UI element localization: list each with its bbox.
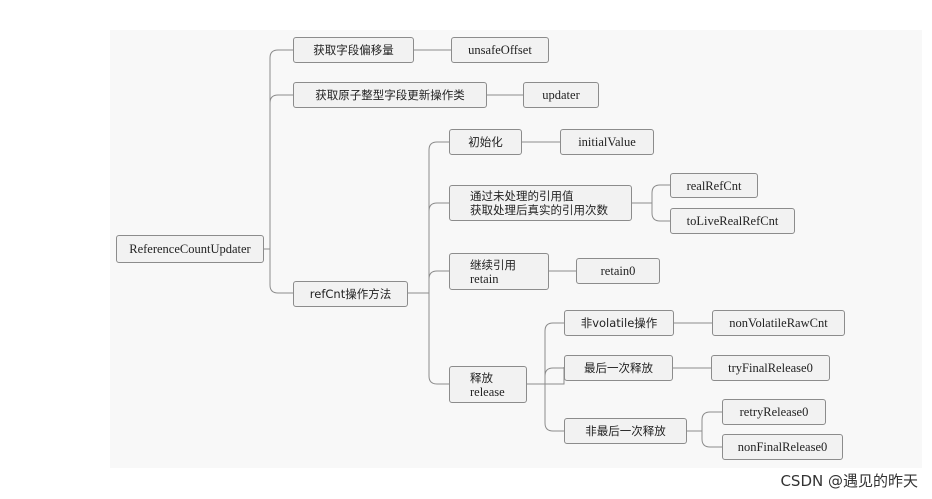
leaf-updater[interactable]: updater	[523, 82, 599, 108]
leaf-unsafe-offset[interactable]: unsafeOffset	[451, 37, 549, 63]
node-get-updater[interactable]: 获取原子整型字段更新操作类	[293, 82, 487, 108]
leaf-non-volatile-raw-cnt[interactable]: nonVolatileRawCnt	[712, 310, 845, 336]
root-node[interactable]: ReferenceCountUpdater	[116, 235, 264, 263]
node-get-field-offset[interactable]: 获取字段偏移量	[293, 37, 414, 63]
node-non-volatile-op[interactable]: 非volatile操作	[564, 310, 674, 336]
node-real-line1: 通过未处理的引用值	[470, 189, 574, 203]
leaf-initial-value[interactable]: initialValue	[560, 129, 654, 155]
node-final-release[interactable]: 最后一次释放	[564, 355, 673, 381]
node-retain[interactable]: 继续引用 retain	[449, 253, 549, 290]
leaf-try-final-release0[interactable]: tryFinalRelease0	[711, 355, 830, 381]
node-release[interactable]: 释放 release	[449, 366, 527, 403]
node-real-refcnt[interactable]: 通过未处理的引用值 获取处理后真实的引用次数	[449, 185, 632, 221]
node-init[interactable]: 初始化	[449, 129, 522, 155]
leaf-retain0[interactable]: retain0	[576, 258, 660, 284]
node-release-line1: 释放	[470, 370, 493, 385]
node-retain-line2: retain	[470, 271, 499, 286]
node-non-final-release[interactable]: 非最后一次释放	[564, 418, 687, 444]
node-refcnt-methods[interactable]: refCnt操作方法	[293, 281, 408, 307]
leaf-non-final-release0[interactable]: nonFinalRelease0	[722, 434, 843, 460]
node-retain-line1: 继续引用	[470, 257, 516, 272]
leaf-real-ref-cnt[interactable]: realRefCnt	[670, 173, 758, 198]
watermark-text: CSDN @遇见的昨天	[780, 472, 918, 490]
node-real-line2: 获取处理后真实的引用次数	[470, 203, 608, 217]
leaf-retry-release0[interactable]: retryRelease0	[722, 399, 826, 425]
leaf-to-live-real-ref-cnt[interactable]: toLiveRealRefCnt	[670, 208, 795, 234]
node-release-line2: release	[470, 384, 505, 399]
